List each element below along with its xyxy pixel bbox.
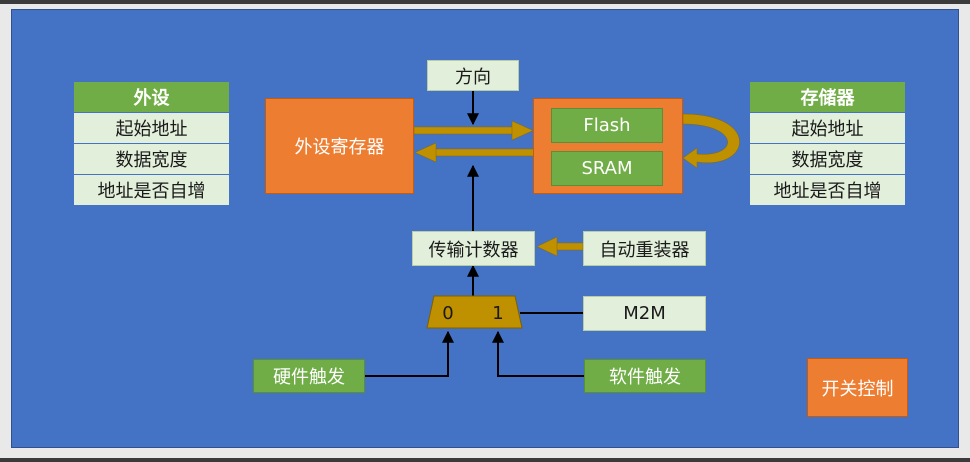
- hardware-trigger-box: 硬件触发: [253, 359, 365, 393]
- mux-input-0-label: 0: [442, 302, 454, 324]
- sram-box: SRAM: [551, 151, 663, 186]
- flash-box: Flash: [551, 108, 663, 143]
- peripheral-address-increment: 地址是否自增: [74, 175, 229, 206]
- top-border: [0, 0, 970, 4]
- mux-input-1-label: 1: [492, 302, 504, 324]
- peripheral-table-title: 外设: [74, 82, 229, 113]
- memory-start-address: 起始地址: [750, 113, 905, 144]
- transfer-counter-box: 传输计数器: [412, 231, 535, 266]
- peripheral-table: 外设 起始地址 数据宽度 地址是否自增: [74, 82, 229, 206]
- bottom-border: [0, 458, 970, 462]
- memory-table-title: 存储器: [750, 82, 905, 113]
- peripheral-register-box: 外设寄存器: [265, 98, 414, 194]
- switch-control-box: 开关控制: [807, 358, 908, 417]
- m2m-box: M2M: [583, 296, 706, 331]
- memory-table: 存储器 起始地址 数据宽度 地址是否自增: [750, 82, 905, 206]
- peripheral-start-address: 起始地址: [74, 113, 229, 144]
- memory-data-width: 数据宽度: [750, 144, 905, 175]
- auto-reload-box: 自动重装器: [583, 231, 706, 266]
- memory-address-increment: 地址是否自增: [750, 175, 905, 206]
- software-trigger-box: 软件触发: [584, 359, 706, 393]
- direction-box: 方向: [427, 60, 519, 91]
- peripheral-data-width: 数据宽度: [74, 144, 229, 175]
